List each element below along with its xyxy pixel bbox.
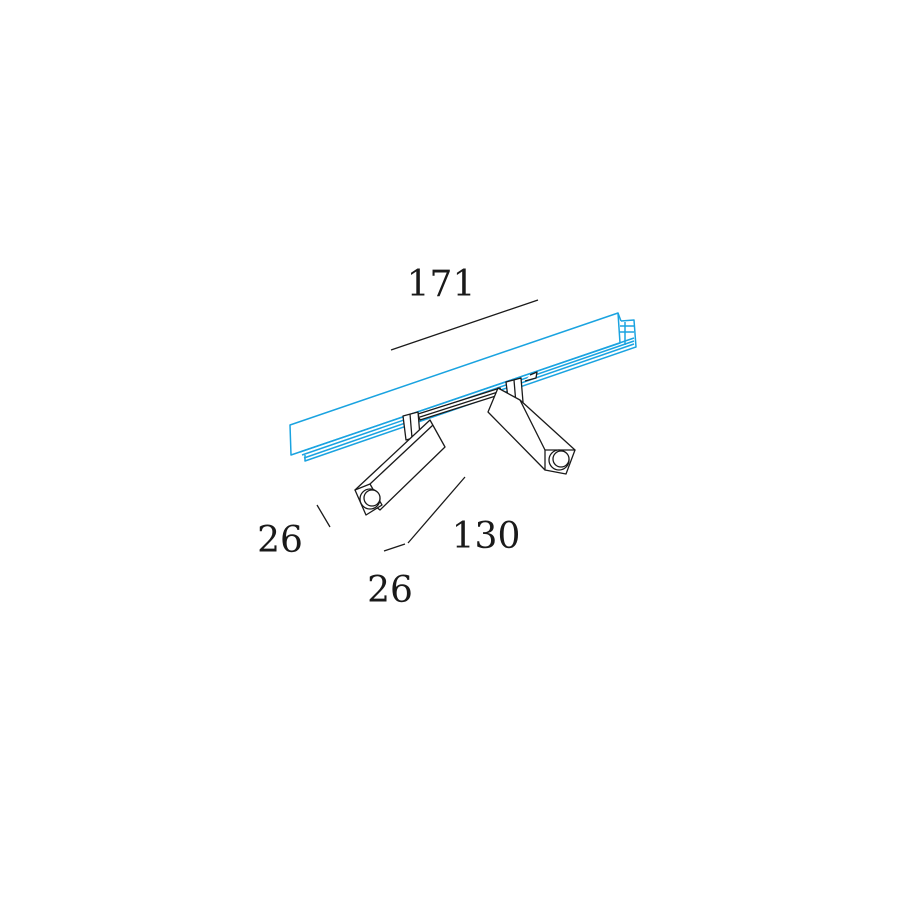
dimension-label-length: 171 [407, 264, 476, 305]
dimension-line-width [383, 543, 406, 552]
dimension-label-fixture-length: 130 [452, 516, 521, 557]
dimension-line-fixture-length [407, 476, 466, 544]
dimension-line-height [316, 504, 331, 528]
dimension-label-height: 26 [257, 520, 303, 561]
dimension-line-length [390, 299, 539, 351]
right-spotlight [487, 377, 576, 475]
dimension-label-width: 26 [367, 570, 413, 611]
track-rail [289, 312, 637, 462]
dimension-lines [316, 299, 539, 552]
left-spotlight [354, 411, 446, 516]
